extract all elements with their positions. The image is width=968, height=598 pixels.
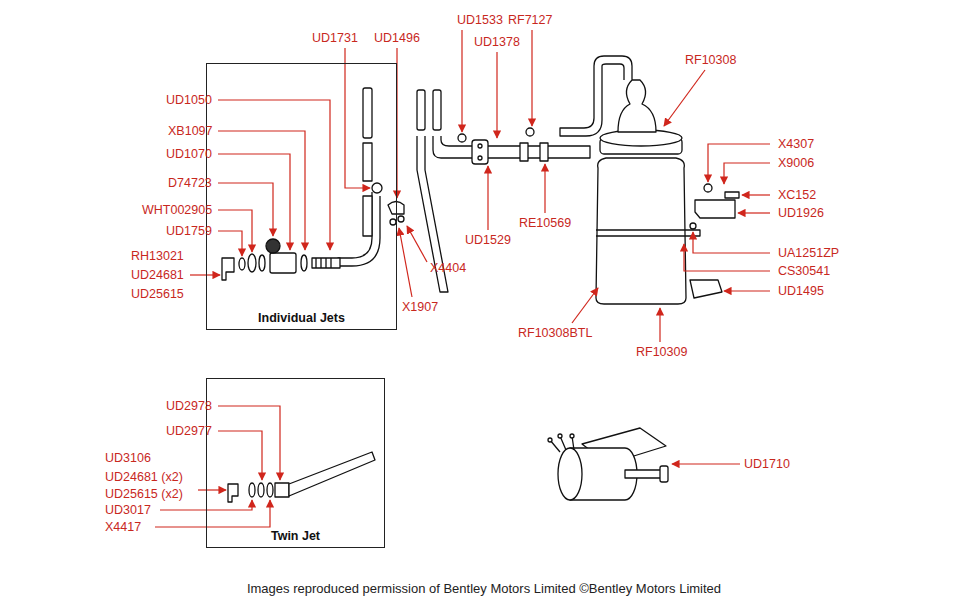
part-number: UD25615 — [131, 287, 184, 302]
part-number: UD1496 — [374, 31, 420, 46]
part-number: UD24681 (x2) — [105, 470, 183, 485]
part-number: RH13021 — [131, 249, 184, 264]
part-number: WHT002905 — [142, 203, 212, 218]
part-number: XC152 — [778, 188, 816, 203]
part-number: X4417 — [105, 520, 141, 535]
part-number: D74723 — [168, 176, 212, 191]
part-number: UD2977 — [166, 424, 212, 439]
part-number: X4307 — [778, 137, 814, 152]
part-number: X1907 — [402, 300, 438, 315]
part-number: CS30541 — [778, 264, 830, 279]
part-number: UD3017 — [105, 503, 151, 518]
group-box: Twin Jet — [206, 378, 385, 548]
part-number: RF10309 — [636, 345, 687, 360]
part-number: UD24681 — [131, 268, 184, 283]
box-title: Twin Jet — [207, 529, 384, 543]
caption: Images reproduced permission of Bentley … — [0, 581, 968, 596]
part-number: RF7127 — [508, 13, 552, 28]
part-number: UD25615 (x2) — [105, 487, 183, 502]
part-number: UD1529 — [465, 233, 511, 248]
part-number: UD1050 — [166, 93, 212, 108]
part-number: UD1495 — [778, 284, 824, 299]
box-title: Individual Jets — [207, 311, 396, 325]
part-number: X4404 — [430, 261, 466, 276]
part-number: RF10308BTL — [518, 326, 592, 341]
part-number: UD2978 — [166, 399, 212, 414]
part-number: UD1533 — [457, 13, 503, 28]
part-number: UD1710 — [744, 457, 790, 472]
part-number: UD1926 — [778, 206, 824, 221]
part-number: UD1731 — [312, 31, 358, 46]
part-number: RF10308 — [685, 53, 736, 68]
part-number: UD1378 — [474, 35, 520, 50]
group-box: Individual Jets — [206, 63, 397, 330]
part-number: UD3106 — [105, 451, 151, 466]
part-number: UD1759 — [166, 224, 212, 239]
part-number: RE10569 — [519, 216, 571, 231]
part-number: UD1070 — [166, 147, 212, 162]
part-number: X9006 — [778, 156, 814, 171]
part-number: XB1097 — [168, 124, 212, 139]
part-number: UA1251ZP — [778, 246, 839, 261]
